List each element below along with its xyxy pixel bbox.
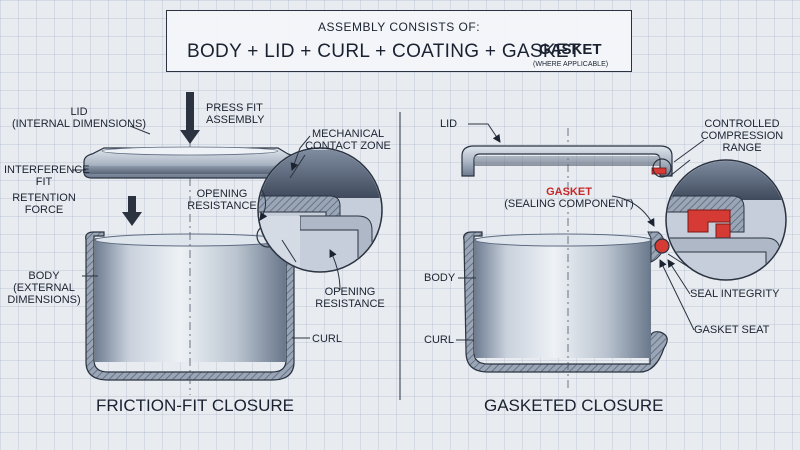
gasketed-lid	[461, 145, 673, 177]
label-mechanical-line1: MECHANICAL	[311, 128, 385, 140]
header-intro: ASSEMBLY CONSISTS OF:	[317, 20, 481, 34]
label-interference-line1: INTERFERENCE	[4, 164, 90, 176]
label-lid-right: LID	[440, 118, 458, 130]
label-curl-right: CURL	[424, 334, 454, 346]
label-body-line3: DIMENSIONS)	[7, 294, 81, 306]
friction-detail-zoom	[257, 147, 383, 273]
label-mechanical-line2: CONTACT ZONE	[305, 140, 391, 152]
label-opening-top-line1: OPENING	[196, 188, 248, 200]
label-opening-resistance-bottom: OPENING RESISTANCE	[310, 286, 390, 310]
label-press-fit-line2: ASSEMBLY	[206, 114, 265, 126]
label-body-line2: (EXTERNAL	[13, 282, 75, 294]
label-gasket-sub: (SEALING COMPONENT)	[504, 198, 634, 210]
label-opening-bottom-line2: RESISTANCE	[315, 298, 385, 310]
header-gasket: GASKET	[539, 41, 602, 58]
label-controlled-line3: RANGE	[722, 142, 762, 154]
label-body-left: BODY (EXTERNAL DIMENSIONS)	[4, 270, 84, 306]
title-gasketed: GASKETED CLOSURE	[484, 396, 664, 415]
label-retention-force: RETENTION FORCE	[4, 192, 84, 216]
label-gasket-text: GASKET	[546, 186, 592, 198]
gasketed-body	[463, 128, 668, 390]
label-retention-line1: RETENTION	[12, 192, 76, 204]
label-retention-line2: FORCE	[24, 204, 64, 216]
label-mechanical-contact: MECHANICAL CONTACT ZONE	[300, 128, 396, 152]
assembly-header: ASSEMBLY CONSISTS OF: BODY + LID + CURL …	[166, 10, 632, 72]
label-lid-sub: (INTERNAL DIMENSIONS)	[11, 118, 147, 130]
label-body-right: BODY	[424, 272, 456, 284]
label-interference-line2: FIT	[35, 176, 53, 188]
label-press-fit-line1: PRESS FIT	[206, 102, 263, 114]
gasketed-detail-zoom	[665, 159, 787, 281]
header-where-applicable: (WHERE APPLICABLE)	[533, 61, 609, 68]
label-lid-text: LID	[70, 106, 88, 118]
label-lid-left: LID (INTERNAL DIMENSIONS)	[4, 106, 154, 130]
label-opening-bottom-line1: OPENING	[324, 286, 376, 298]
label-curl-left: CURL	[312, 333, 342, 345]
label-controlled-line2: COMPRESSION	[700, 130, 784, 142]
label-seal-integrity: SEAL INTEGRITY	[690, 288, 780, 300]
label-body-line1: BODY	[28, 270, 60, 282]
label-gasket-seat: GASKET SEAT	[694, 324, 770, 336]
label-opening-resistance-top: OPENING RESISTANCE	[182, 188, 262, 212]
label-gasket-component: GASKET (SEALING COMPONENT)	[494, 186, 644, 210]
label-press-fit: PRESS FIT ASSEMBLY	[206, 102, 265, 126]
label-controlled-line1: CONTROLLED	[704, 118, 780, 130]
friction-lid	[83, 146, 297, 179]
title-friction-fit: FRICTION-FIT CLOSURE	[96, 396, 295, 415]
label-controlled-compression: CONTROLLED COMPRESSION RANGE	[690, 118, 794, 154]
label-interference-fit: INTERFERENCE FIT	[4, 164, 90, 188]
header-components: BODY + LID + CURL + COATING + GASKET	[187, 41, 581, 62]
friction-body	[85, 124, 295, 395]
label-opening-top-line2: RESISTANCE	[187, 200, 257, 212]
